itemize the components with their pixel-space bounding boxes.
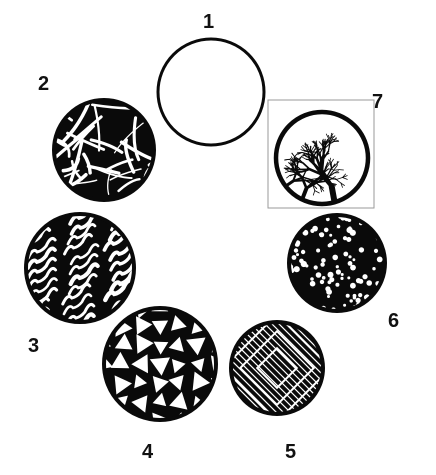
gobo-7: 7 xyxy=(268,91,383,210)
gobo-5-label: 5 xyxy=(285,441,296,463)
gobo-1: 1 xyxy=(158,11,264,145)
gobo-1-label: 1 xyxy=(203,11,214,33)
gobo-7-label: 7 xyxy=(372,91,383,113)
gobo-2: 2 xyxy=(25,73,178,220)
gobo-1-disc xyxy=(158,39,264,145)
gobo-3-label: 3 xyxy=(28,335,39,357)
gobo-6-label: 6 xyxy=(388,310,399,332)
gobo-2-label: 2 xyxy=(38,73,49,95)
gobo-4-label: 4 xyxy=(142,441,154,463)
gobo-4: 4 xyxy=(95,296,231,463)
gobo-6: 6 xyxy=(286,213,399,332)
